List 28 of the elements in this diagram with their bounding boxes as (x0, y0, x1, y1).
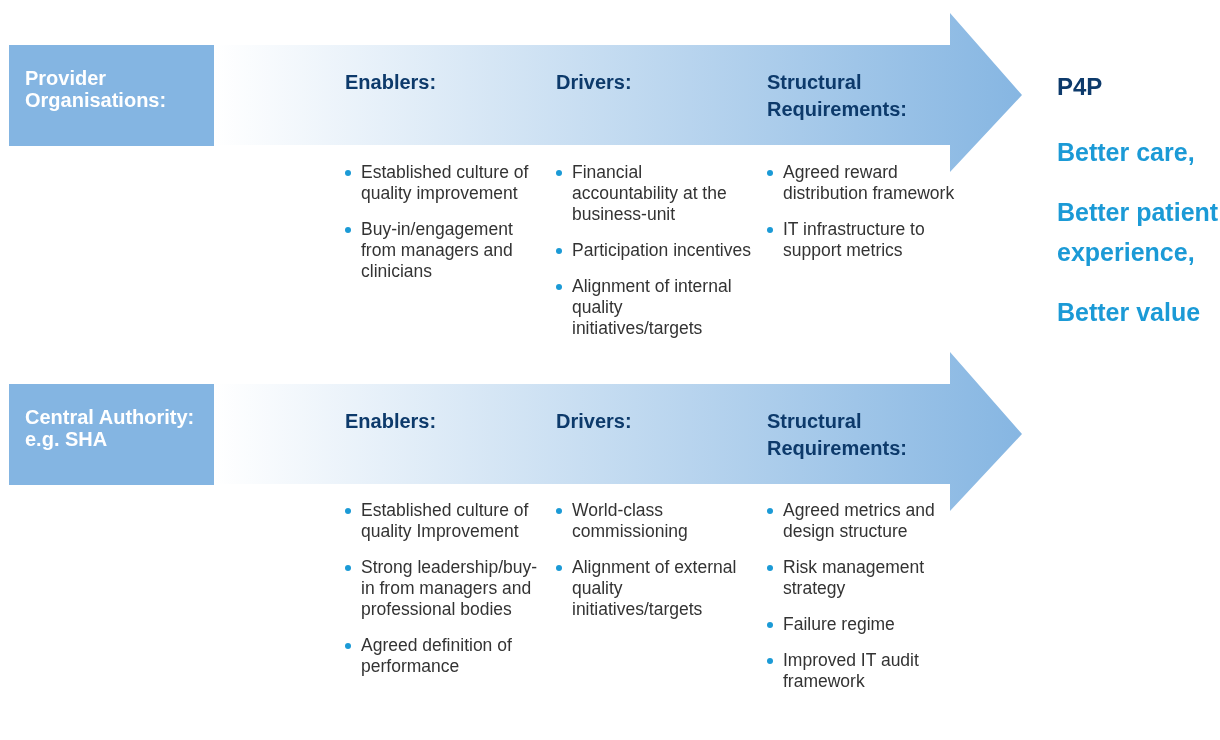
bullet-text: Participation incentives (572, 240, 751, 261)
bullet-text: Risk management strategy (783, 557, 926, 599)
bullet-text: Agreed reward distribution framework (783, 162, 956, 204)
column-heading: Structural Requirements: (767, 70, 909, 122)
bullet-text: Alignment of external quality initiatives/targets (572, 557, 738, 620)
column-heading: Drivers: (556, 409, 633, 434)
bullet-text: IT infrastructure to support metrics (783, 219, 926, 261)
outcome-text: Better patient experience, (1057, 197, 1220, 268)
bullet-text: Agreed metrics and design structure (783, 500, 936, 542)
bullet-text: Financial accountability at the business-unit (572, 162, 728, 225)
result-heading: P4P (1057, 72, 1104, 102)
bullet-text: Failure regime (783, 614, 895, 635)
column-heading: Drivers: (556, 70, 633, 95)
column-heading: Enablers: (345, 409, 438, 434)
bullet-text: Strong leadership/buy-in from managers and professional bodies (361, 557, 539, 620)
column-heading: Enablers: (345, 70, 438, 95)
label-box: Provider Organisations: (9, 45, 214, 146)
outcome-text: Better value (1057, 297, 1202, 328)
bullet-text: Established culture of quality improvement (361, 162, 530, 204)
bullet-text: World-class commissioning (572, 500, 689, 542)
bullet-text: Buy-in/engagement from managers and clinicians (361, 219, 514, 282)
bullet-text: Agreed definition of performance (361, 635, 513, 677)
outcome-text: Better care, (1057, 137, 1196, 168)
bullet-text: Alignment of internal quality initiatives/targets (572, 276, 733, 339)
label-box: Central Authority: e.g. SHA (9, 384, 214, 485)
column-heading: Structural Requirements: (767, 409, 909, 461)
bullet-text: Improved IT audit framework (783, 650, 920, 692)
bullet-text: Established culture of quality Improvement (361, 500, 530, 542)
